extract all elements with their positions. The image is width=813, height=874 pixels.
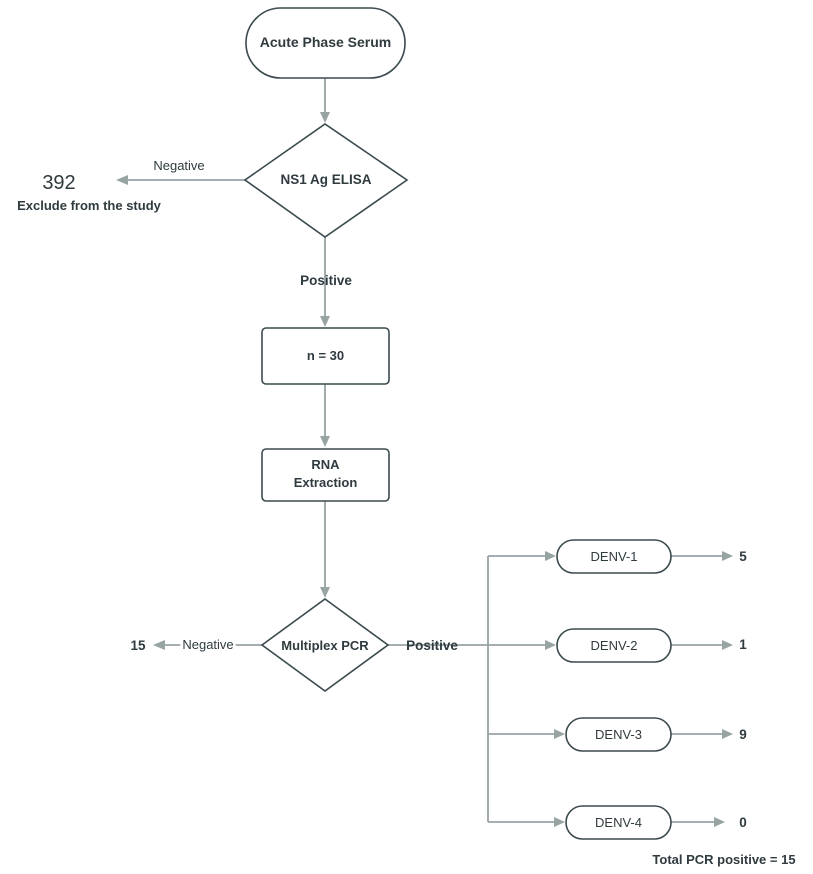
arrowhead-left-excluded — [116, 175, 128, 185]
start-label: Acute Phase Serum — [260, 34, 392, 50]
arrowhead-down-rna — [320, 436, 330, 447]
ns1-positive-label: Positive — [300, 273, 352, 288]
pcr-negative-label-backing — [180, 637, 236, 652]
rna-label-line2: Extraction — [294, 475, 358, 490]
denv1-node — [556, 539, 672, 574]
arrowhead-right-denv4 — [554, 817, 565, 827]
denv2-count: 1 — [739, 637, 747, 652]
denv2-label: DENV-2 — [591, 638, 638, 653]
arrowhead-right-count-5 — [722, 551, 733, 561]
ns1-label: NS1 Ag ELISA — [280, 172, 371, 187]
arrowhead-down-n30 — [320, 316, 330, 327]
denv2-node — [556, 628, 672, 663]
arrowhead-left-pcr-negative — [153, 640, 165, 650]
total-pcr-positive: Total PCR positive = 15 — [652, 852, 795, 867]
denv4-node — [565, 805, 672, 840]
denv1-count: 5 — [739, 549, 747, 564]
denv1-label: DENV-1 — [591, 549, 638, 564]
excluded-text: Exclude from the study — [17, 198, 162, 213]
arrowheads — [116, 112, 733, 827]
pcr-label: Multiplex PCR — [281, 638, 369, 653]
pcr-negative-label: Negative — [182, 637, 233, 652]
n30-process-box — [261, 327, 390, 385]
start-terminator — [245, 7, 406, 79]
rna-process-box — [261, 448, 390, 502]
ns1-decision-diamond — [243, 123, 409, 238]
arrowhead-right-denv1 — [545, 551, 556, 561]
arrowhead-down-ns1 — [320, 112, 330, 123]
arrowhead-right-denv2 — [545, 640, 556, 650]
connectors — [126, 78, 724, 823]
pcr-positive-label: Positive — [406, 638, 458, 653]
denv3-node — [565, 717, 672, 752]
arrowhead-right-count-1 — [722, 640, 733, 650]
pcr-negative-count: 15 — [130, 638, 146, 653]
n30-label: n = 30 — [307, 348, 344, 363]
arrowhead-down-pcr — [320, 587, 330, 598]
denv4-count: 0 — [739, 815, 747, 830]
arrowhead-right-denv3 — [554, 729, 565, 739]
arrowhead-right-count-9 — [722, 729, 733, 739]
excluded-count: 392 — [42, 172, 75, 194]
denv4-label: DENV-4 — [595, 815, 642, 830]
arrowhead-right-count-0 — [714, 817, 725, 827]
ns1-negative-label: Negative — [153, 158, 204, 173]
denv3-count: 9 — [739, 727, 747, 742]
rna-label-line1: RNA — [311, 457, 340, 472]
pcr-decision-diamond — [260, 598, 390, 692]
denv3-label: DENV-3 — [595, 727, 642, 742]
